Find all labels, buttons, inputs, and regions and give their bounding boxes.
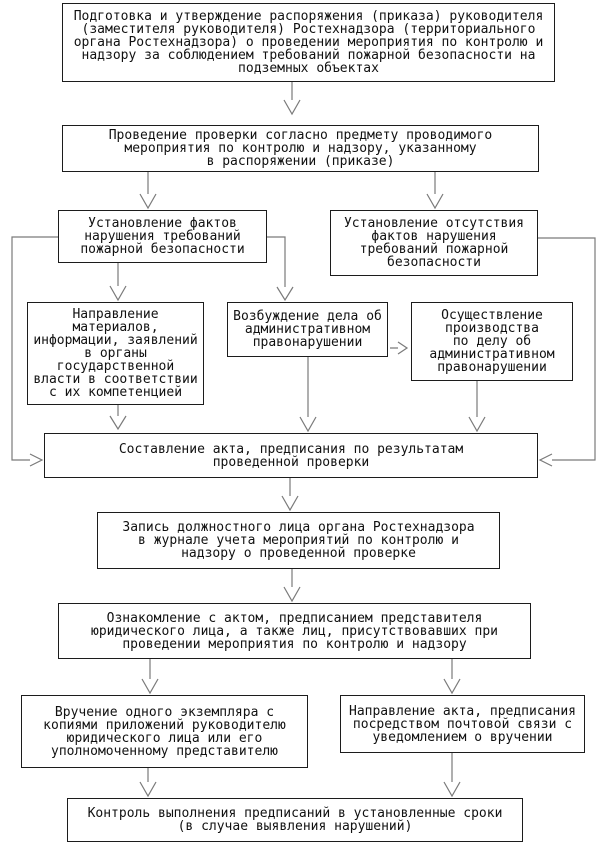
flow-node-kontrol: Контроль выполнения предписаний в устано… <box>67 798 523 842</box>
flow-node-oznakomlenie: Ознакомление с актом, предписанием предс… <box>58 603 531 659</box>
connector-zapis-oznakomlenie <box>283 569 301 603</box>
flow-node-fakty: Установление фактов нарушения требований… <box>58 210 267 263</box>
connector-pochta-kontrol <box>443 753 461 798</box>
flow-node-vozbuzhdenie: Возбуждение дела об административном пра… <box>227 302 388 357</box>
connector-fakty-napravlenie <box>109 263 127 302</box>
flow-node-pochta-label: Направление акта, предписания посредство… <box>349 703 576 745</box>
connector-otsutstvie-akt <box>538 237 596 467</box>
flow-node-napravlenie-materialov-label: Направление материалов, информации, заяв… <box>33 307 198 400</box>
flow-node-fakty-label: Установление фактов нарушения требований… <box>80 216 245 257</box>
connector-osushchestvlenie-akt <box>468 381 486 433</box>
connector-provedenie-fakty <box>139 172 157 210</box>
connector-napravlenie-akt <box>109 405 127 431</box>
connector-fakty-vozbuzhdenie <box>267 236 294 302</box>
flow-node-podgotovka: Подготовка и утверждение распоряжения (п… <box>62 3 555 82</box>
flow-node-osushchestvlenie: Осуществление производства по делу об ад… <box>411 302 573 381</box>
flow-node-kontrol-label: Контроль выполнения предписаний в устано… <box>87 806 503 834</box>
flow-node-zapis: Запись должностного лица органа Ростехна… <box>97 512 500 569</box>
flow-node-otsutstvie-label: Установление отсутствия фактов нарушения… <box>343 216 524 270</box>
connector-oznakomlenie-pochta <box>443 659 461 695</box>
flow-node-podgotovka-label: Подготовка и утверждение распоряжения (п… <box>73 9 544 76</box>
flow-node-oznakomlenie-label: Ознакомление с актом, предписанием предс… <box>91 610 498 652</box>
flow-node-osushchestvlenie-label: Осуществление производства по делу об ад… <box>429 308 555 375</box>
flow-node-vruchenie: Вручение одного экземпляра с копиями при… <box>21 695 308 768</box>
flow-node-provedenie-label: Проведение проверки согласно предмету пр… <box>108 128 493 169</box>
connector-vozbuzhdenie-akt <box>299 357 317 433</box>
flow-node-vruchenie-label: Вручение одного экземпляра с копиями при… <box>43 704 286 759</box>
connector-podgotovka-provedenie <box>283 82 301 116</box>
connector-fakty-akt <box>11 236 58 467</box>
connector-oznakomlenie-vruchenie <box>141 659 159 695</box>
connector-akt-zapis <box>281 478 299 512</box>
flow-node-akt-label: Составление акта, предписания по результ… <box>118 441 464 470</box>
flow-node-vozbuzhdenie-label: Возбуждение дела об административном пра… <box>233 309 382 350</box>
connector-vozbuzhdenie-osushchestvlenie <box>390 341 409 355</box>
flow-node-napravlenie-materialov: Направление материалов, информации, заяв… <box>27 302 204 405</box>
flow-node-provedenie: Проведение проверки согласно предмету пр… <box>62 125 539 172</box>
flow-node-akt: Составление акта, предписания по результ… <box>44 433 538 478</box>
flow-node-pochta: Направление акта, предписания посредство… <box>340 695 585 753</box>
connector-provedenie-otsutstvie <box>426 172 444 210</box>
flow-node-zapis-label: Запись должностного лица органа Ростехна… <box>122 520 475 561</box>
connector-vruchenie-kontrol <box>139 768 157 798</box>
flow-node-otsutstvie: Установление отсутствия фактов нарушения… <box>330 210 538 276</box>
